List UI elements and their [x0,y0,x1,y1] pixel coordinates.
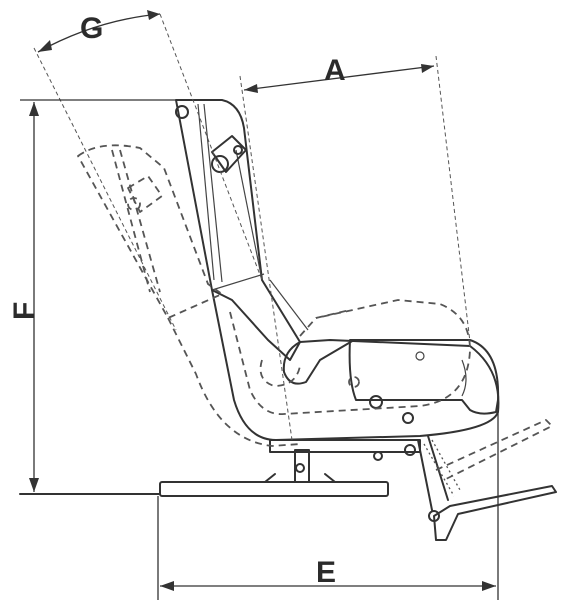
dimension-a: A [239,54,471,441]
seat-forward-position [229,299,471,415]
dimension-a-label: A [324,54,346,87]
dimension-g-label: G [80,12,103,45]
seat-pedestal [264,439,421,483]
backrest-upright [175,99,301,361]
base-plate [19,481,389,497]
dimension-f: F [8,99,178,492]
recline-knob-icon [211,135,247,173]
seat-cushion [348,339,500,424]
backrest-reclined [77,144,301,447]
dimension-f-label: F [8,302,41,320]
dimension-g: G [33,10,263,331]
dimension-e: E [157,410,499,600]
front-spring-mechanism [417,419,557,541]
seat-shell [211,279,500,441]
dimension-e-label: E [316,556,336,589]
